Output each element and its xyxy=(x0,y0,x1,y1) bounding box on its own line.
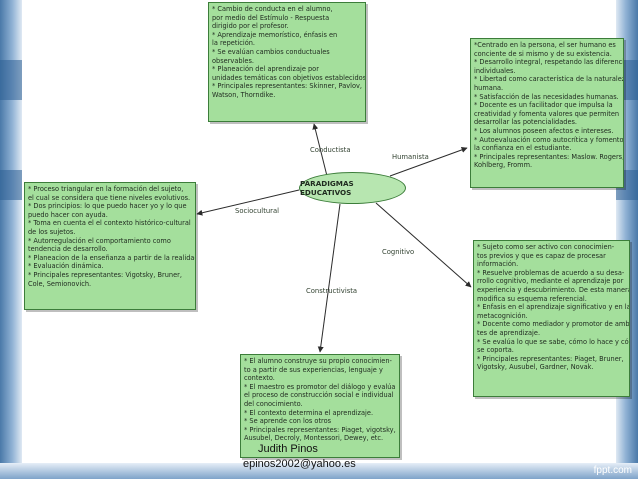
box-constructivista-line: * El maestro es promotor del diálogo y e… xyxy=(244,382,396,391)
box-humanista-line: * Desarrollo integral, respetando las di… xyxy=(474,58,624,67)
left-frame-band xyxy=(0,60,22,100)
box-sociocultural: * Proceso triangular en la formación del… xyxy=(24,182,196,310)
edge-label-conductista: Conductista xyxy=(310,146,351,154)
box-constructivista: * El alumno construye su propio conocimi… xyxy=(240,354,400,458)
box-sociocultural-line: * Toma en cuenta el el contexto históric… xyxy=(28,219,191,228)
box-conductista-line: unidades temáticas con objetivos estable… xyxy=(212,73,366,82)
edge-label-cognitivo: Cognitivo xyxy=(382,248,415,256)
box-cognitivo-line: * Resuelve problemas de acuerdo a su des… xyxy=(477,268,625,277)
left-frame-decoration xyxy=(0,0,22,479)
box-sociocultural-line: puedo hacer con ayuda. xyxy=(28,210,108,219)
box-conductista-line: observables. xyxy=(212,56,254,65)
box-sociocultural-line: * Dos principios: lo que puedo hacer yo … xyxy=(28,202,187,211)
box-humanista-line: * Libertad como característica de la nat… xyxy=(474,75,624,84)
edge-label-humanista: Humanista xyxy=(392,153,429,161)
center-node-label: PARADIGMAS EDUCATIVOS xyxy=(300,179,354,197)
box-humanista-line: * Satisfacción de las necesidades humana… xyxy=(474,92,619,101)
box-cognitivo: * Sujeto como ser activo con conocimien-… xyxy=(473,240,630,397)
box-cognitivo-line: tes de aprendizaje. xyxy=(477,328,541,337)
box-cognitivo-line: * Docente como mediador y promotor de am… xyxy=(477,320,630,329)
left-frame-band xyxy=(0,170,22,200)
author-block: Judith Pinos epinos2002@yahoo.es xyxy=(243,442,356,472)
box-sociocultural-line: tendencia de desarrollo. xyxy=(28,245,108,254)
box-cognitivo-line: * Enfasis en el aprendizaje significativ… xyxy=(477,303,630,312)
connector-sociocultural xyxy=(196,189,300,216)
connector-cognitivo xyxy=(375,202,472,288)
box-humanista: *Centrado en la persona, el ser humano e… xyxy=(470,38,624,188)
box-sociocultural-line: * Principales representantes: Vigotsky, … xyxy=(28,270,182,279)
box-sociocultural-line: el cual se considera que tiene niveles e… xyxy=(28,193,191,202)
connector-conductista xyxy=(312,123,328,177)
connector-constructivista xyxy=(317,203,341,353)
box-humanista-line: desarrollar las potencialidades. xyxy=(474,118,578,127)
box-cognitivo-line: Vigotsky, Ausubel, Gardner, Novak. xyxy=(477,363,594,372)
connector-humanista xyxy=(389,147,468,177)
box-conductista-line: la repetición. xyxy=(212,39,256,48)
box-sociocultural-line: * Autorregulación el comportamiento como xyxy=(28,236,171,245)
box-conductista-line: Watson, Thorndike. xyxy=(212,90,276,99)
box-cognitivo-line: se coporta. xyxy=(477,346,514,355)
box-conductista-line: * Cambio de conducta en el alumno, xyxy=(212,5,333,13)
box-conductista-line: * Principales representantes: Skinner, P… xyxy=(212,82,363,91)
box-sociocultural-line: * Planeacion de la enseñanza a partir de… xyxy=(28,253,196,262)
box-conductista-line: * Planeación del aprendizaje por xyxy=(212,65,319,74)
box-humanista-line: * Los alumnos poseen afectos e intereses… xyxy=(474,126,614,135)
box-sociocultural-line: * Proceso triangular en la formación del… xyxy=(28,185,184,193)
author-email: epinos2002@yahoo.es xyxy=(243,458,356,470)
box-constructivista-line: * Principales representantes: Piaget, vi… xyxy=(244,425,396,434)
box-humanista-line: humana. xyxy=(474,83,504,92)
footer-credit: fppt.com xyxy=(593,465,632,476)
box-humanista-line: Kohlberg, Fromm. xyxy=(474,161,533,170)
box-conductista-line: dirigido por el profesor. xyxy=(212,22,289,31)
box-humanista-line: * Docente es un facilitador que impulsa … xyxy=(474,101,613,110)
box-conductista-line: por medio del Estímulo - Respuesta xyxy=(212,13,330,22)
center-node: PARADIGMAS EDUCATIVOS xyxy=(299,172,406,204)
box-cognitivo-line: * Principales representantes: Piaget, Br… xyxy=(477,354,624,363)
box-conductista-line: * Se evalúan cambios conductuales xyxy=(212,47,330,56)
edge-label-sociocultural: Sociocultural xyxy=(235,207,280,215)
box-sociocultural-line: Cole, Semionovich. xyxy=(28,279,92,288)
box-humanista-line: *Centrado en la persona, el ser humano e… xyxy=(474,41,616,49)
box-humanista-line: creatividad y fomenta valores que permit… xyxy=(474,109,620,118)
box-constructivista-line: del conocimiento. xyxy=(244,399,303,408)
box-cognitivo-line: rrollo cognitivo, mediante el aprendizaj… xyxy=(477,277,624,286)
author-name: Judith Pinos xyxy=(258,443,318,455)
box-sociocultural-line: de los sujetos. xyxy=(28,227,76,236)
edge-label-constructivista: Constructivista xyxy=(306,287,358,295)
box-constructivista-line: Ausubel, Decroly, Montessori, Dewey, etc… xyxy=(244,434,384,443)
box-constructivista-line: * El contexto determina el aprendizaje. xyxy=(244,408,374,417)
box-cognitivo-line: experiencia y descubrimiento. De esta ma… xyxy=(477,285,630,294)
box-cognitivo-line: * Sujeto como ser activo con conocimien- xyxy=(477,243,615,251)
bottom-frame-decoration xyxy=(0,463,638,479)
box-sociocultural-line: * Evaluación dinámica. xyxy=(28,262,104,271)
box-constructivista-line: contexto. xyxy=(244,374,275,383)
box-humanista-line: * Autoevaluación como autocrítica y fome… xyxy=(474,135,624,144)
box-cognitivo-line: * Se evalúa lo que se sabe, cómo lo hace… xyxy=(477,337,630,346)
box-cognitivo-line: tos previos y que es capaz de procesar xyxy=(477,251,606,260)
box-conductista-line: * Aprendizaje memorístico, énfasis en xyxy=(212,30,338,39)
box-humanista-line: individuales. xyxy=(474,66,516,75)
box-conductista: * Cambio de conducta en el alumno, por m… xyxy=(208,2,366,122)
box-constructivista-line: * Se aprende con los otros xyxy=(244,417,332,426)
box-constructivista-line: to a partir de sus experiencias, lenguaj… xyxy=(244,365,383,374)
box-cognitivo-line: metacognición. xyxy=(477,311,528,320)
box-humanista-line: la confianza en el estudiante. xyxy=(474,144,572,153)
box-constructivista-line: * El alumno construye su propio conocimi… xyxy=(244,357,392,365)
box-cognitivo-line: información. xyxy=(477,260,519,269)
box-humanista-line: conciente de si mismo y de su existencia… xyxy=(474,49,612,58)
box-constructivista-line: el proceso de construcción social e indi… xyxy=(244,391,394,400)
box-humanista-line: * Principales representantes: Maslow. Ro… xyxy=(474,152,624,161)
box-cognitivo-line: modifica su esquema referencial. xyxy=(477,294,587,303)
